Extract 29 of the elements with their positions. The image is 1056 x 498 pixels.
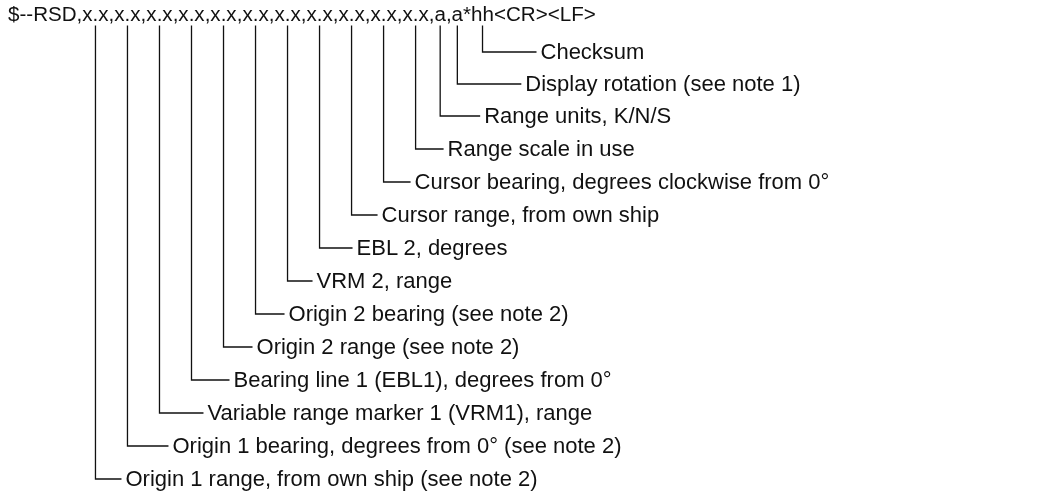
- leader-line: [190, 24, 231, 381]
- leader-line: [382, 24, 412, 183]
- field-description: Cursor range, from own ship: [381, 204, 660, 226]
- leader-line: [126, 24, 170, 447]
- leader-line: [481, 24, 538, 53]
- field-description: VRM 2, range: [316, 270, 453, 292]
- field-description: Range scale in use: [447, 138, 635, 160]
- leader-line: [158, 24, 205, 414]
- sentence-format: $--RSD,x.x,x.x,x.x,x.x,x.x,x.x,x.x,x.x,x.x,x.x,x.x,a,a*hh<CR><LF>: [8, 4, 596, 25]
- leader-line: [94, 24, 123, 480]
- field-description: Cursor bearing, degrees clockwise from 0°: [414, 171, 830, 193]
- leader-line: [318, 24, 354, 249]
- field-description: Origin 2 range (see note 2): [256, 336, 520, 358]
- field-description: EBL 2, degrees: [356, 237, 508, 259]
- leader-line: [286, 24, 314, 282]
- leader-line: [222, 24, 254, 348]
- field-description: Origin 2 bearing (see note 2): [288, 303, 569, 325]
- leader-line: [456, 24, 522, 85]
- field-description: Variable range marker 1 (VRM1), range: [207, 402, 593, 424]
- leader-line: [439, 24, 481, 117]
- field-description: Origin 1 range, from own ship (see note 2): [125, 468, 538, 490]
- leader-line: [414, 24, 445, 150]
- field-description: Bearing line 1 (EBL1), degrees from 0°: [233, 369, 612, 391]
- leader-line: [254, 24, 286, 315]
- field-description: Range units, K/N/S: [484, 105, 672, 127]
- field-description: Display rotation (see note 1): [525, 73, 801, 95]
- field-description: Checksum: [540, 41, 645, 63]
- field-description: Origin 1 bearing, degrees from 0° (see note 2): [172, 435, 622, 457]
- leader-line: [350, 24, 379, 216]
